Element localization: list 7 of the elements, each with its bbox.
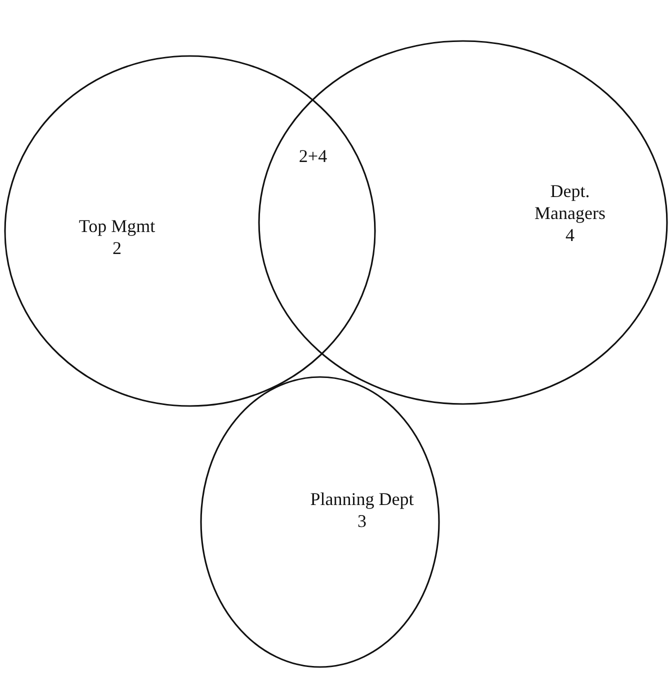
set-count: 3 [358, 510, 366, 532]
set-label: Dept. Managers [534, 180, 606, 224]
intersection-label: 2+4 [298, 146, 328, 167]
set-label: Planning Dept [310, 488, 414, 510]
set-count: 2 [112, 237, 122, 259]
set-count: 4 [566, 224, 574, 246]
set-label: Top Mgmt [78, 215, 156, 237]
